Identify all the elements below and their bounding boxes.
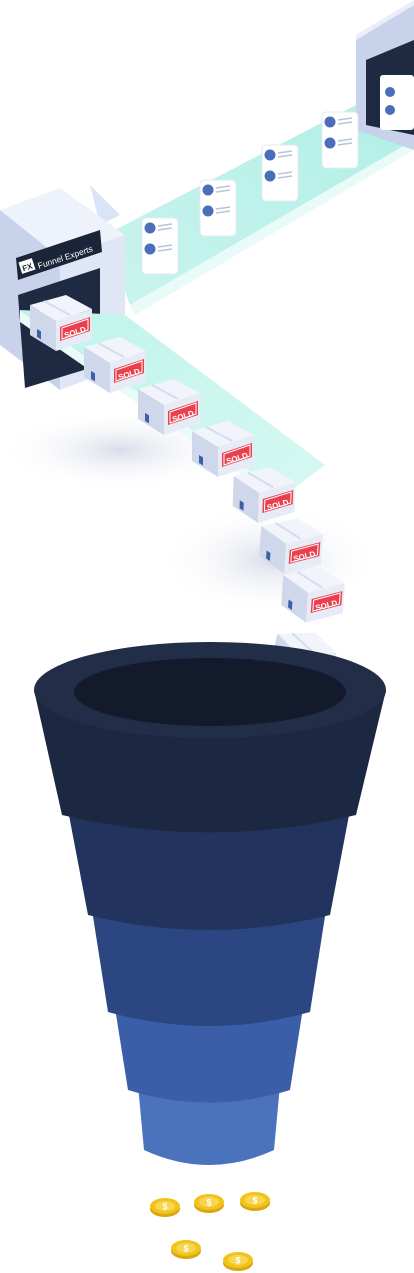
brand-mark: FX (21, 261, 34, 273)
factory-building-right (356, 0, 414, 150)
profile-card-icon (261, 144, 299, 202)
coin-symbol: $ (183, 1244, 188, 1254)
box-icon: SOLD (84, 337, 146, 393)
profile-cards (141, 111, 359, 275)
coin-symbol: $ (235, 1256, 240, 1266)
box-icon: SOLD (232, 467, 296, 523)
profile-card-icon (321, 111, 359, 169)
profile-card-icon (141, 217, 179, 275)
profile-card-icon (199, 179, 237, 237)
coin-icon: $ (171, 1240, 201, 1259)
coin-symbol: $ (162, 1202, 167, 1212)
box-icon: SOLD (259, 518, 323, 574)
coin-icon: $ (150, 1198, 180, 1217)
coin-icon: $ (240, 1192, 270, 1211)
box-icon: SOLD (138, 379, 200, 435)
funnel-icon (34, 642, 386, 1165)
box-icon: SOLD (192, 421, 254, 477)
coin-icon: $ (194, 1194, 224, 1213)
coin-symbol: $ (252, 1196, 257, 1206)
coin-icon: $ (223, 1252, 253, 1271)
coins: $ $ $ $ $ (150, 1192, 270, 1271)
box-icon: SOLD (281, 567, 345, 623)
box-icon: SOLD (30, 295, 92, 351)
coin-symbol: $ (206, 1198, 211, 1208)
profile-card-icon (380, 75, 414, 130)
